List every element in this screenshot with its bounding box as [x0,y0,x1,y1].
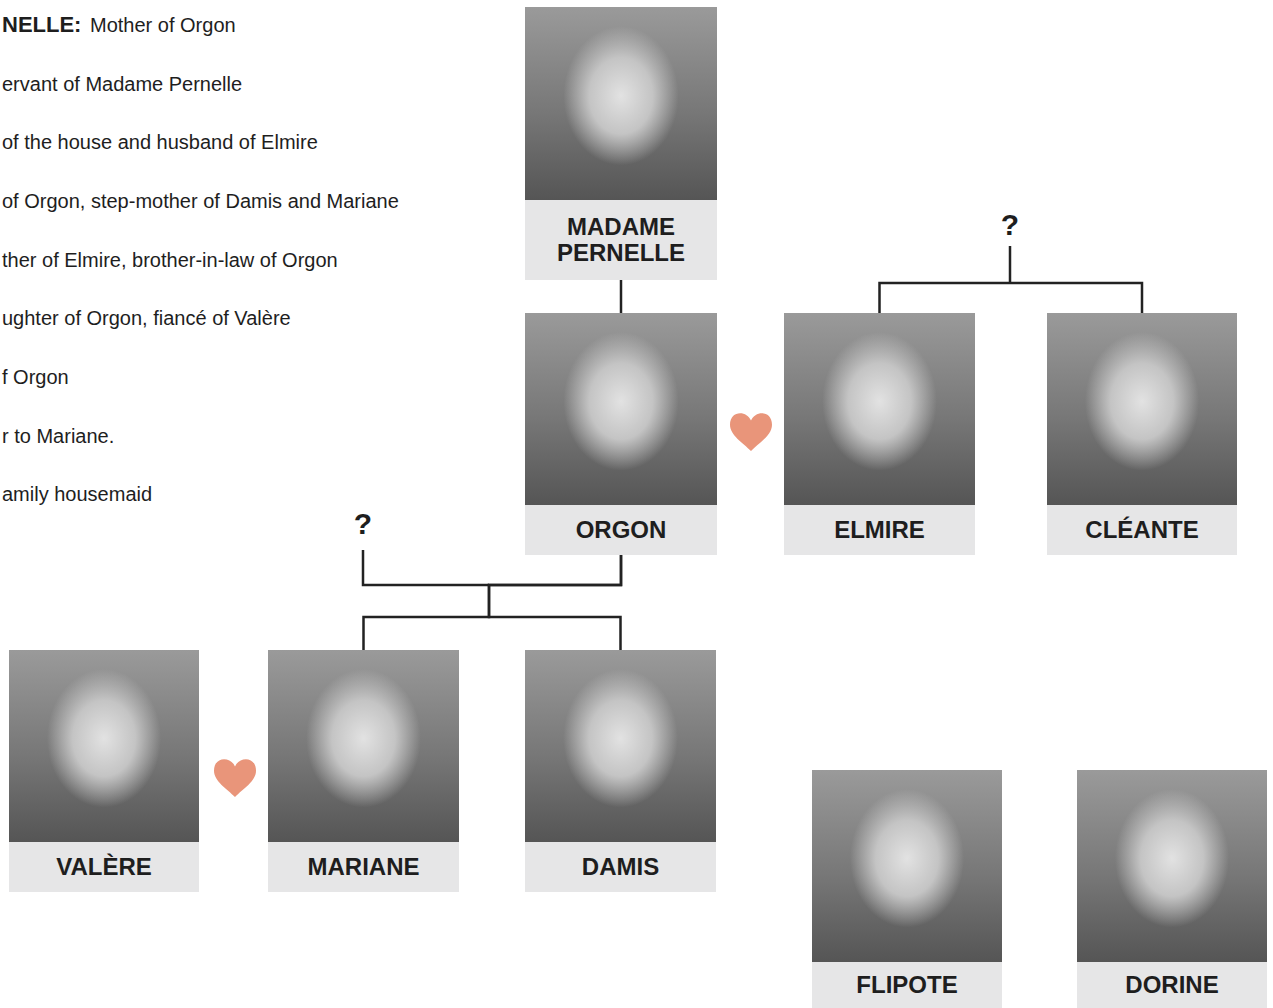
character-name: MADAME PERNELLE [546,214,696,267]
character-name: ELMIRE [834,517,925,543]
name-band: MARIANE [268,842,459,892]
character-card: FLIPOTE [812,770,1002,1008]
portrait-photo [1077,770,1267,962]
character-description: amily housemaid [2,482,152,506]
character-name: MARIANE [308,854,420,880]
name-band: FLIPOTE [812,962,1002,1008]
unknown-parent-mark: ? [343,507,383,541]
character-card: ORGON [525,313,717,555]
love-heart [214,759,256,797]
family-connector [489,555,621,650]
family-connector [364,555,622,650]
character-description: ther of Elmire, brother-in-law of Orgon [2,248,338,272]
unknown-parent-stem [1009,246,1012,283]
character-card: DAMIS [525,650,716,892]
character-card: MADAME PERNELLE [525,7,717,280]
character-card: ELMIRE [784,313,975,555]
character-card: DORINE [1077,770,1267,1008]
character-description: r to Mariane. [2,424,114,448]
portrait-photo [812,770,1002,962]
name-band: CLÉANTE [1047,505,1237,555]
name-band: DORINE [1077,962,1267,1008]
portrait-photo [9,650,199,842]
love-heart [730,413,772,451]
family-connector [880,283,1143,313]
character-name: ORGON [576,517,667,543]
unknown-parent-stem [363,550,489,585]
character-card: VALÈRE [9,650,199,892]
name-band: ORGON [525,505,717,555]
portrait-photo [525,650,716,842]
name-band: ELMIRE [784,505,975,555]
family-connector [620,280,623,313]
character-name: CLÉANTE [1085,517,1198,543]
unknown-parent-mark: ? [990,208,1030,242]
character-description: Mother of Orgon [90,13,236,37]
character-description: ughter of Orgon, fiancé of Valère [2,306,291,330]
character-description: ervant of Madame Pernelle [2,72,242,96]
character-description: of Orgon, step-mother of Damis and Maria… [2,189,399,213]
name-band: VALÈRE [9,842,199,892]
character-description: NELLE: [2,13,81,37]
portrait-photo [1047,313,1237,505]
character-description: of the house and husband of Elmire [2,130,318,154]
character-description: f Orgon [2,365,69,389]
character-name: DAMIS [582,854,659,880]
character-name: FLIPOTE [856,972,957,998]
character-name: DORINE [1125,972,1218,998]
portrait-photo [525,7,717,200]
name-band: MADAME PERNELLE [525,200,717,280]
portrait-photo [268,650,459,842]
character-name: VALÈRE [56,854,152,880]
character-card: CLÉANTE [1047,313,1237,555]
character-card: MARIANE [268,650,459,892]
name-band: DAMIS [525,842,716,892]
portrait-photo [525,313,717,505]
portrait-photo [784,313,975,505]
